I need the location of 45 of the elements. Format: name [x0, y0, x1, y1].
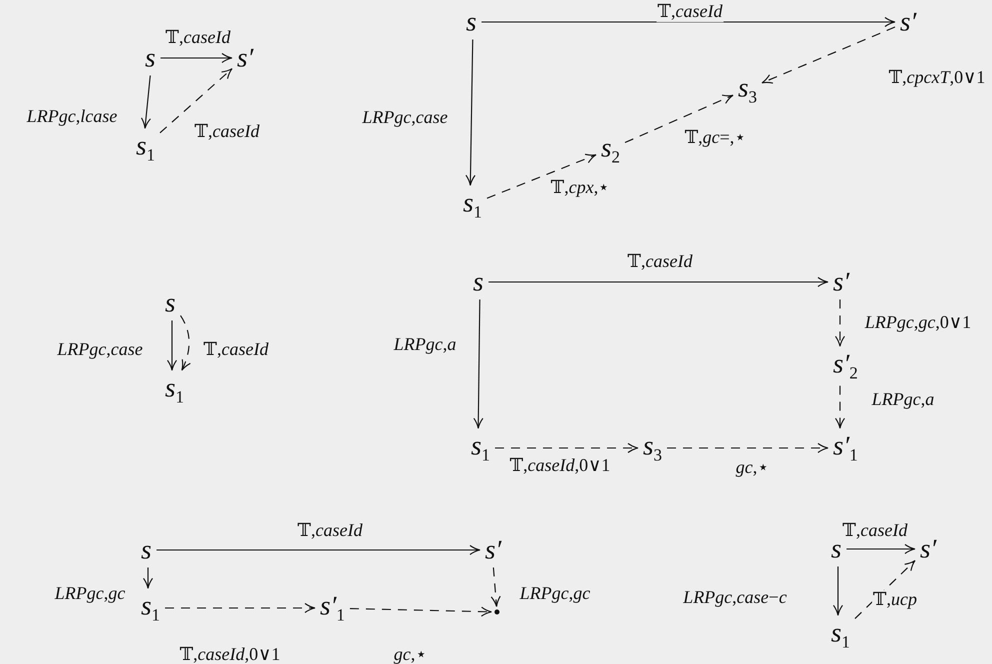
state-label: s′: [898, 8, 918, 36]
state-label: s: [829, 534, 844, 564]
edge-label: LRPgc,gc,0∨1: [864, 313, 972, 333]
state-label: s$_{2}$: [599, 133, 622, 167]
state-label: s$_{1}$: [469, 431, 492, 465]
edge-label: LRPgc,case: [56, 340, 144, 360]
edge-label: 𝕋,caseId: [194, 122, 260, 142]
state-label: s: [139, 536, 154, 564]
edge-label: 𝕋,caseId: [626, 252, 694, 272]
edge-label: 𝕋,ucp: [872, 590, 918, 610]
edge-label: LRPgc,a: [392, 335, 458, 355]
state-label: s: [163, 288, 178, 318]
edge-label: 𝕋,caseId,0∨1: [508, 456, 612, 476]
state-label: s′: [918, 534, 938, 564]
state-label: s$_{1}$: [134, 131, 158, 165]
state-label: s$_{3}$: [641, 431, 664, 465]
state-label: s$_{1}$: [829, 618, 852, 652]
edge-label: 𝕋,caseId: [296, 521, 364, 541]
state-label: s′: [483, 536, 504, 564]
edge-label: 𝕋,cpcxT,0∨1: [888, 68, 986, 88]
state-label: s: [471, 268, 486, 296]
state-label: s: [143, 44, 158, 72]
edge-label: LRPgc,case: [361, 108, 449, 128]
edge-label: LRPgc,lcase: [26, 107, 118, 127]
edge-label: LRPgc,gc: [54, 584, 126, 604]
state-label: s$_{1}$: [461, 188, 484, 222]
state-label: s′: [235, 44, 256, 72]
state-label: s′$_{2}$: [831, 349, 860, 383]
state-label: s: [464, 8, 479, 36]
state-label: s′$_{1}$: [831, 431, 860, 465]
edge-label: 𝕋,caseId,0∨1: [178, 645, 282, 664]
edge-label: LRPgc,a: [870, 390, 936, 410]
edge-label: LRPgc,gc: [518, 584, 592, 604]
edge-label: LRPgc,case−c: [682, 588, 788, 608]
point-marker: [494, 610, 500, 614]
state-label: s′: [831, 268, 852, 296]
state-label: s$_{3}$: [736, 73, 760, 107]
state-label: s$_{1}$: [163, 373, 186, 407]
edge-label: 𝕋,caseId: [656, 2, 724, 22]
state-label: s$_{1}$: [139, 591, 162, 625]
state-label: s′$_{1}$: [318, 591, 347, 625]
edge-label: 𝕋,caseId: [842, 521, 908, 541]
edge-label: 𝕋,caseId: [164, 28, 232, 48]
edge-label: 𝕋,gc=,⋆: [684, 128, 746, 148]
edge-label: 𝕋,caseId: [202, 340, 270, 360]
